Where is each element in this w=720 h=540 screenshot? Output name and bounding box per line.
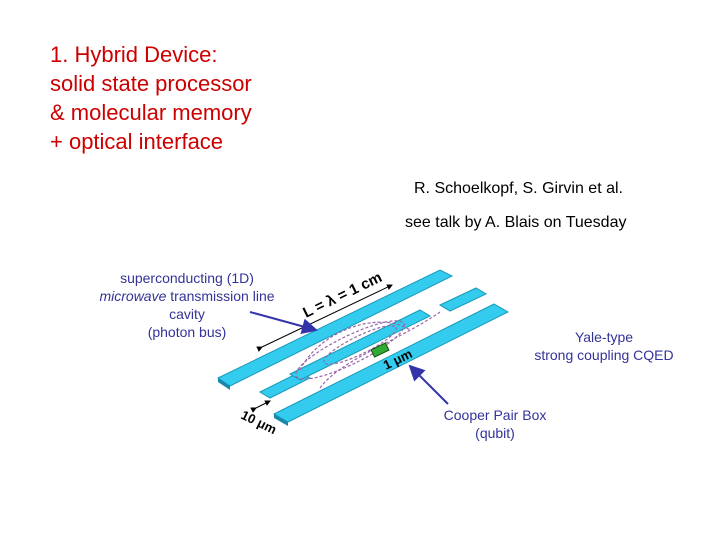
title-line-2: solid state processor [50,71,252,96]
talk-reference: see talk by A. Blais on Tuesday [405,214,627,231]
cavity-label: superconducting (1D) microwave transmiss… [80,269,294,341]
title-line-1: 1. Hybrid Device: [50,42,218,67]
qubit-pointer-arrow [408,364,449,405]
author-credit: R. Schoelkopf, S. Girvin et al. [414,180,623,197]
title-line-4: + optical interface [50,129,224,154]
slide-title: 1. Hybrid Device: solid state processor … [50,40,252,156]
gap-dimension-line [250,400,271,413]
length-dimension-line [256,284,393,352]
cavity-label-line-3: cavity [169,306,205,322]
qubit-junction [370,342,390,358]
gap-label: 10 μm [239,407,279,437]
cpb-label-line-2: (qubit) [475,425,515,441]
title-line-3: & molecular memory [50,100,252,125]
yale-label-line-2: strong coupling CQED [534,347,674,363]
yale-label: Yale-type strong coupling CQED [520,328,688,364]
cavity-label-line-4: (photon bus) [147,324,227,340]
cavity-label-line-1: superconducting (1D) [120,270,254,286]
cooper-pair-box-label: Cooper Pair Box (qubit) [430,406,560,442]
cpb-label-line-1: Cooper Pair Box [443,407,547,423]
yale-label-line-1: Yale-type [574,329,634,345]
cavity-pointer-arrow [249,311,318,335]
cavity-label-line-2: microwave transmission line [80,287,294,305]
microwave-word: microwave [99,288,167,304]
cavity-label-line-2-rest: transmission line [166,288,275,304]
ground-plane-segment [438,287,488,312]
